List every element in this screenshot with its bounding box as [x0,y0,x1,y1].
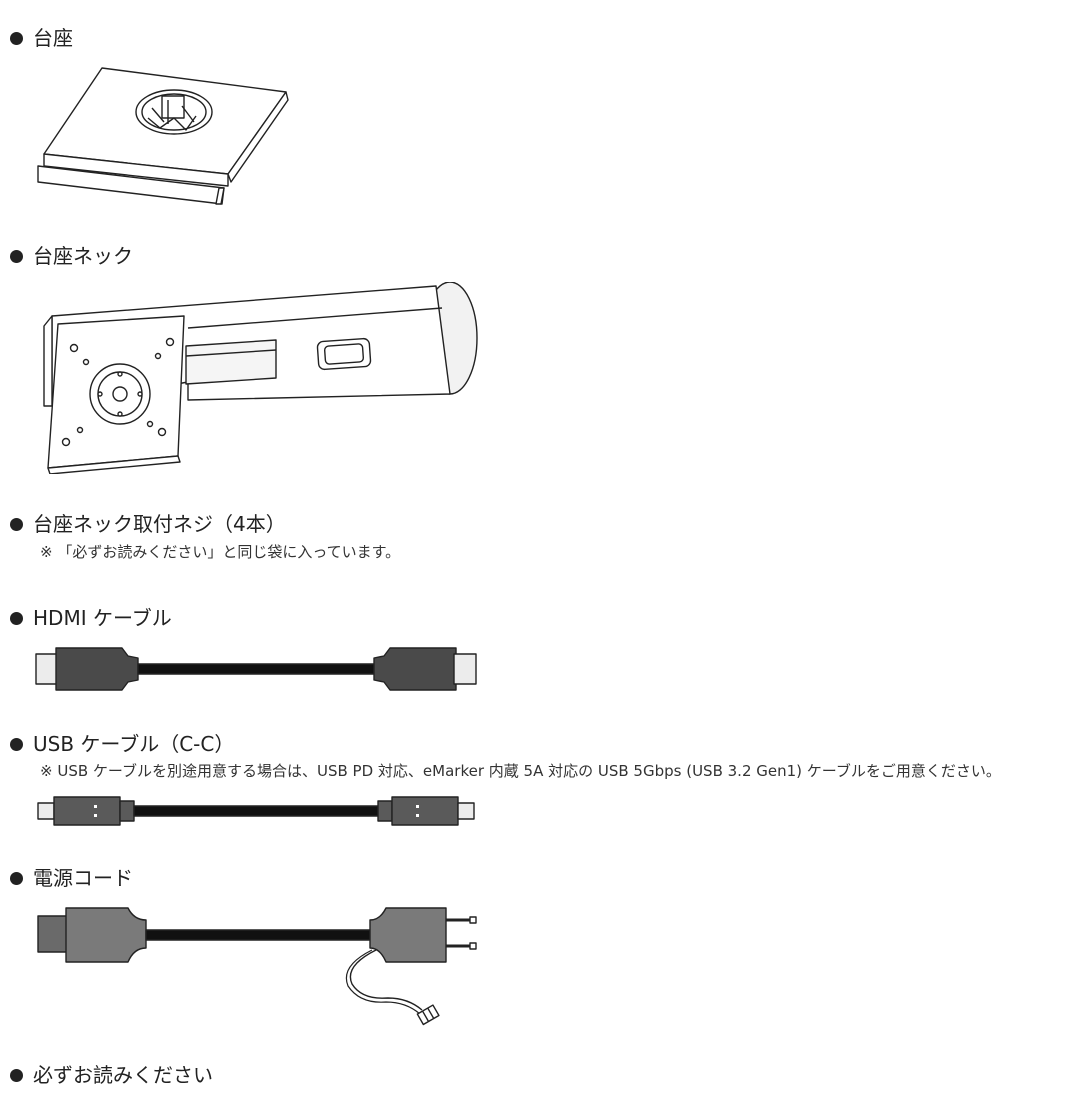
item-title-text: 電源コード [33,866,133,890]
bullet-icon [10,31,23,45]
item-title-hdmi-cable: HDMI ケーブル [10,606,172,630]
item-title-power-cord: 電源コード [10,866,133,890]
bullet-icon [10,249,23,263]
item-title-read-first: 必ずお読みください [10,1063,213,1087]
bullet-icon [10,517,23,531]
item-title-text: 台座ネック取付ネジ（4本） [33,512,286,536]
bullet-icon [10,1068,23,1082]
item-title-stand-neck: 台座ネック [10,244,133,268]
item-title-text: USB ケーブル（C-C） [33,732,235,756]
usb-c-cable-illustration [37,796,475,826]
item-title-text: 必ずお読みください [33,1063,213,1087]
hdmi-cable-illustration [35,647,477,691]
item-title-stand-base: 台座 [10,26,73,50]
bullet-icon [10,737,23,751]
power-cord-illustration [37,907,477,1026]
item-title-neck-screws: 台座ネック取付ネジ（4本） [10,512,286,536]
item-title-text: 台座ネック [33,244,133,268]
stand-neck-illustration [43,282,478,474]
stand-base-illustration [37,67,289,205]
item-title-text: HDMI ケーブル [33,606,172,630]
item-note-usb-cable: ※ USB ケーブルを別途用意する場合は、USB PD 対応、eMarker 内… [40,762,1001,780]
item-title-text: 台座 [33,26,73,50]
item-title-usb-cable: USB ケーブル（C-C） [10,732,234,756]
bullet-icon [10,611,23,625]
bullet-icon [10,871,23,885]
item-note-neck-screws: ※ 「必ずお読みください」と同じ袋に入っています。 [40,543,401,561]
